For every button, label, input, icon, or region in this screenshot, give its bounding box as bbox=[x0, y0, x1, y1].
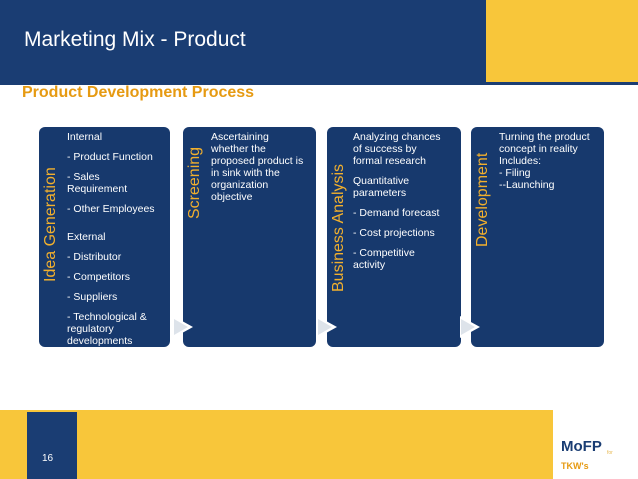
step-content: Turning the product concept in reality I… bbox=[499, 131, 601, 191]
content-line: - Product Function bbox=[67, 151, 153, 163]
logo-subtext: TKW's bbox=[561, 461, 589, 471]
step-screening: Screening Ascertaining whether the propo… bbox=[183, 127, 316, 347]
logo-text: MoFP bbox=[561, 438, 602, 455]
content-line: in sink with the bbox=[211, 167, 280, 179]
header-accent bbox=[486, 0, 638, 82]
page-number-box bbox=[27, 412, 77, 479]
flow-arrow-inner bbox=[174, 319, 188, 335]
step-label-container: Development bbox=[471, 127, 499, 347]
content-line: Requirement bbox=[67, 183, 128, 195]
header-divider bbox=[0, 82, 638, 85]
content-line: Quantitative bbox=[353, 175, 410, 187]
slide-title: Marketing Mix - Product bbox=[24, 28, 246, 51]
content-line: whether the bbox=[211, 143, 266, 155]
content-line: Turning the product bbox=[499, 131, 590, 143]
content-line: Includes: bbox=[499, 155, 542, 167]
content-line: regulatory bbox=[67, 323, 114, 335]
content-line: parameters bbox=[353, 187, 407, 199]
content-line: - Other Employees bbox=[67, 203, 155, 215]
content-line: - Technological & bbox=[67, 311, 147, 323]
content-line: of success by bbox=[353, 143, 417, 155]
content-line: proposed product is bbox=[211, 155, 304, 167]
content-line: - Sales bbox=[67, 171, 100, 183]
content-line: --Launching bbox=[499, 179, 555, 191]
content-line: - Competitive bbox=[353, 247, 415, 259]
section-subtitle: Product Development Process bbox=[22, 84, 255, 101]
content-line: Ascertaining bbox=[211, 131, 269, 143]
step-content: Analyzing chances of success by formal r… bbox=[353, 131, 457, 271]
step-content: Internal - Product Function - Sales Requ… bbox=[67, 131, 167, 347]
step-content: Ascertaining whether the proposed produc… bbox=[211, 131, 313, 203]
content-line: objective bbox=[211, 191, 253, 203]
flow-arrow-inner bbox=[461, 319, 475, 335]
content-line: - Suppliers bbox=[67, 291, 118, 303]
logo-container bbox=[553, 410, 638, 479]
content-line: activity bbox=[353, 259, 386, 271]
step-development: Development Turning the product concept … bbox=[471, 127, 604, 347]
step-label-business-analysis: Business Analysis bbox=[330, 163, 347, 292]
content-line: - Competitors bbox=[67, 271, 131, 283]
flow-arrow-inner bbox=[318, 319, 332, 335]
content-line: External bbox=[67, 231, 106, 243]
content-line: - Filing bbox=[499, 167, 531, 179]
logo-small-text: for bbox=[607, 450, 613, 456]
step-label-container: Business Analysis bbox=[327, 127, 355, 347]
content-line: - Cost projections bbox=[353, 227, 435, 239]
footer-bar bbox=[0, 410, 638, 479]
content-line: - Distributor bbox=[67, 251, 122, 263]
content-line: - Demand forecast bbox=[353, 207, 440, 219]
step-label-container: Idea Generation bbox=[39, 127, 67, 347]
page-number: 16 bbox=[42, 453, 54, 464]
step-label-idea-generation: Idea Generation bbox=[42, 167, 59, 282]
step-label-development: Development bbox=[474, 152, 491, 247]
content-line: Internal bbox=[67, 131, 103, 143]
content-line: formal research bbox=[353, 155, 426, 167]
content-line: concept in reality bbox=[499, 143, 578, 155]
content-line: organization bbox=[211, 179, 269, 191]
step-label-screening: Screening bbox=[186, 146, 203, 219]
step-business-analysis: Business Analysis Analyzing chances of s… bbox=[327, 127, 461, 347]
content-line: Analyzing chances bbox=[353, 131, 441, 143]
step-idea-generation: Idea Generation Internal - Product Funct… bbox=[39, 127, 170, 347]
step-label-container: Screening bbox=[183, 127, 211, 347]
content-line: developments bbox=[67, 335, 133, 347]
